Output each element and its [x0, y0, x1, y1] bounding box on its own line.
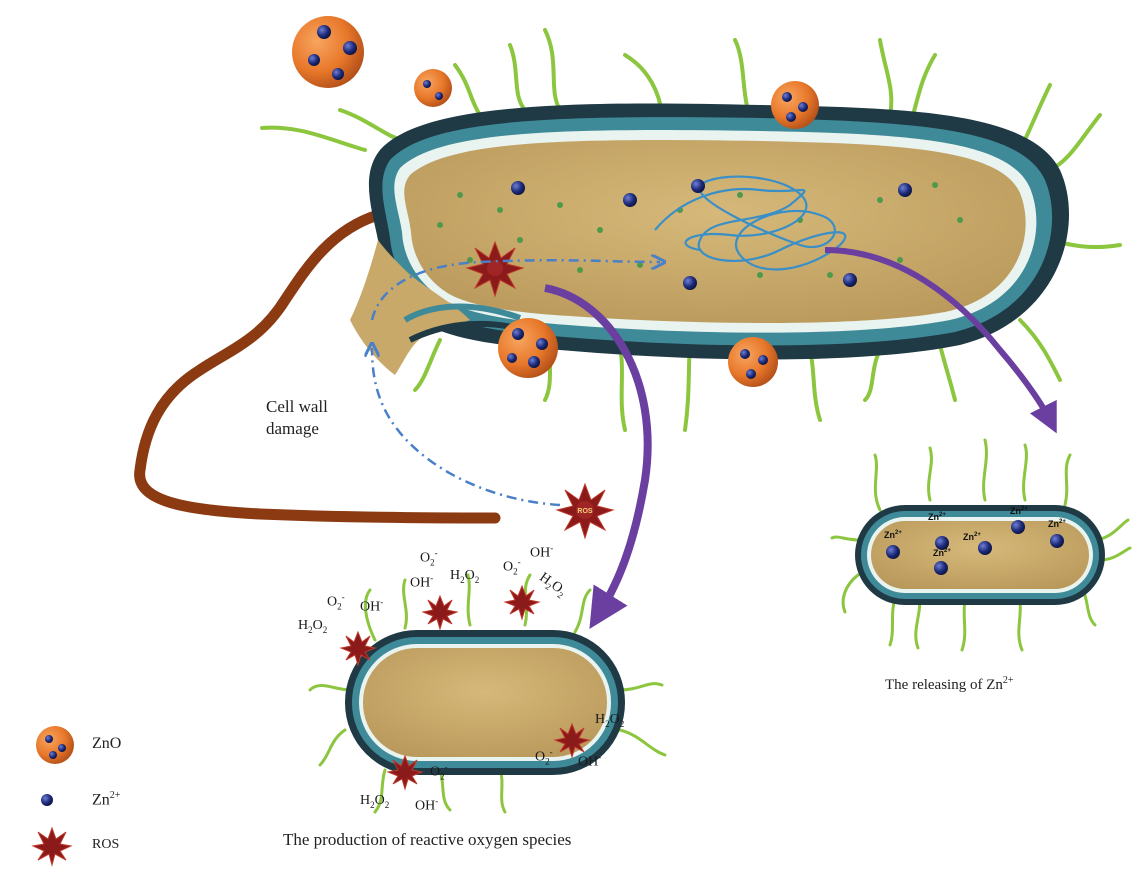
legend-ros-icon: [33, 828, 71, 865]
legend-zno-icon: [36, 726, 74, 764]
peroxide-label: H2O2: [360, 793, 389, 810]
zinc-ion-label: Zn2+: [963, 532, 981, 542]
releasing-caption-text: The releasing of Zn: [885, 677, 1003, 693]
hydroxyl-label: OH-: [578, 752, 601, 771]
legend-ros-label: ROS: [92, 837, 119, 853]
zinc-release-bacterium: [832, 440, 1130, 650]
hydroxyl-label: OH-: [415, 796, 438, 815]
legend-zno-label: ZnO: [92, 735, 121, 753]
o2-radical-label: O2-: [430, 762, 448, 781]
legend-zinc-ion-label: Zn2+: [92, 790, 120, 809]
cell-wall-damage-label: Cell wall damage: [266, 396, 328, 440]
zinc-ion-label: Zn2+: [933, 548, 951, 558]
zinc-ion-label: Zn2+: [1010, 506, 1028, 516]
zinc-ion-label: Zn2+: [884, 530, 902, 540]
hydroxyl-label: OH-: [530, 543, 553, 562]
legend-zinc-ion-icon: [41, 794, 53, 806]
production-caption: The production of reactive oxygen specie…: [283, 830, 571, 850]
main-cytoplasm: [404, 140, 1025, 323]
zno-particle: [771, 81, 819, 129]
cell-wall-damage-line1: Cell wall: [266, 396, 328, 418]
zinc-ion-label: Zn2+: [928, 512, 946, 522]
peroxide-label: H2O2: [450, 568, 479, 585]
o2-radical-label: O2-: [327, 592, 345, 611]
hydroxyl-label: OH-: [360, 597, 383, 616]
releasing-caption: The releasing of Zn2+: [885, 675, 1014, 694]
zno-particle: [498, 318, 558, 378]
cell-wall-damage-line2: damage: [266, 418, 328, 440]
o2-radical-label: O2-: [420, 548, 438, 567]
peroxide-label: H2O2: [298, 618, 327, 635]
main-bacterium: [350, 103, 1069, 375]
zno-particle: [728, 337, 778, 387]
releasing-caption-sup: 2+: [1003, 675, 1014, 686]
ros-star-free: ROS: [557, 484, 613, 538]
zno-particle: [414, 69, 452, 107]
o2-radical-label: O2-: [503, 557, 521, 576]
legend-zinc-ion-text: Zn: [92, 791, 110, 808]
peroxide-label: H2O2: [595, 712, 624, 729]
hydroxyl-label: OH-: [410, 573, 433, 592]
zno-particle: [292, 16, 364, 88]
o2-radical-label: O2-: [535, 747, 553, 766]
ros-marker-text: ROS: [577, 508, 593, 515]
legend-zinc-ion-sup: 2+: [110, 790, 121, 801]
zinc-ion-label: Zn2+: [1048, 519, 1066, 529]
